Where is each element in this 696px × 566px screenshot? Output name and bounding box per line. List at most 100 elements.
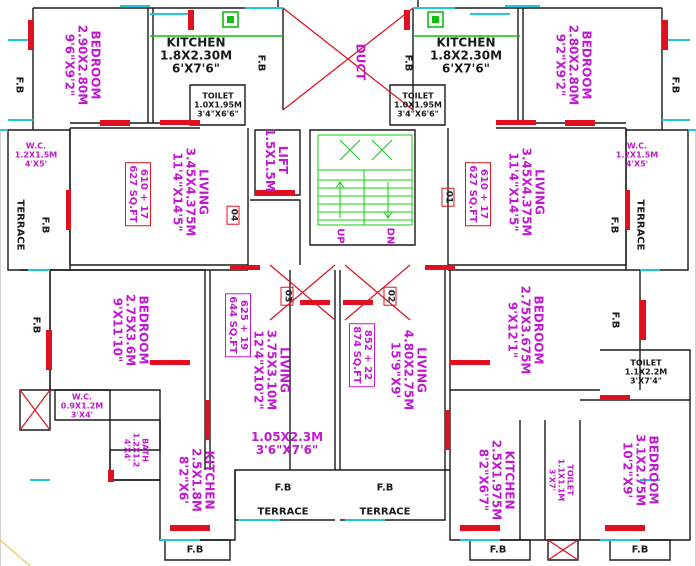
terrace-left-label: TERRACE <box>14 199 26 251</box>
room-metric: 1.5X1.5M <box>263 128 277 192</box>
stair-up-label: UP <box>334 228 346 244</box>
room-imperial: 9'2"X9'2" <box>553 33 568 97</box>
bedroom-top-left-label: BEDROOM 2.90X2.80M 9'6"X9'2" <box>62 25 103 105</box>
room-metric: 4.80X2.75M <box>401 329 416 411</box>
area-sum: 610 + 17 <box>138 168 149 220</box>
terrace-bottom-2: TERRACE <box>359 506 411 518</box>
room-imperial: 15'9"X9' <box>388 341 403 399</box>
fb-bottom-left: F.B <box>186 544 204 556</box>
living-mid-right-label: LIVING 4.80X2.75M 15'9"X9' <box>388 329 429 411</box>
staircase <box>317 134 413 226</box>
area-sqft: 627 SQ.FT <box>127 165 138 223</box>
room-metric: 1.8X2.30M <box>429 48 503 63</box>
room-name: TOILET <box>565 464 575 496</box>
toilet-top-left-label: TOILET 1.0X1.95M 3'4"X6'6" <box>194 92 242 119</box>
living-top-right-label: LIVING 3.45X4.375M 11'4"X14'5" <box>506 147 547 237</box>
room-name: LIVING <box>532 169 547 215</box>
room-metric: 1.8X2.30M <box>159 48 233 63</box>
room-name: LIVING <box>277 347 292 393</box>
room-metric: 2.75X3.6M <box>123 293 138 367</box>
flat-number-04: 04 <box>226 205 240 225</box>
room-metric: 2.5X1.975M <box>489 439 504 521</box>
kitchen-bottom-left-label: KITCHEN 2.5X1.8M 8'2"X6' <box>176 448 217 512</box>
room-name: KITCHEN <box>202 450 217 510</box>
bedroom-bottom-right-label: BEDROOM 3.1X2.75M 10'2"X9' <box>621 433 661 507</box>
room-imperial: 4'X5' <box>24 159 48 169</box>
room-imperial: 8'2"X6'7" <box>476 448 491 512</box>
area-mid-left: 625 + 19 644 SQ.FT <box>225 293 251 357</box>
room-name: W.C. <box>626 141 648 151</box>
room-imperial: 8'2"X6' <box>176 456 191 504</box>
duct-cross <box>19 7 579 561</box>
wc-bottom-left-label: W.C. 0.9X1.2M 3'X4' <box>61 393 103 420</box>
kitchen-bottom-right-label: KITCHEN 2.5X1.975M 8'2"X6'7" <box>476 439 517 521</box>
fb-kitchen-top-right: F.B <box>402 54 414 72</box>
room-metric: 1.05X2.3M <box>250 430 324 444</box>
room-metric: 1.1X2.2M <box>624 367 668 377</box>
area-sum: 610 + 17 <box>478 168 489 220</box>
living-top-left-label: LIVING 3.45X4.375M 11'4"X14'5" <box>170 148 211 237</box>
room-imperial: 12'4"X10'2" <box>251 330 266 410</box>
room-name: KITCHEN <box>166 35 226 50</box>
room-imperial: 6'X7'6" <box>442 61 490 76</box>
fb-kitchen-top-left: F.B <box>255 54 267 72</box>
fb-bottom-mid-right: F.B <box>489 544 507 556</box>
fb-left-mid: F.B <box>30 316 42 334</box>
kitchen-top-right-label: KITCHEN 1.8X2.30M 6'X7'6" <box>429 35 503 76</box>
fb-left-top: F.B <box>13 76 25 94</box>
room-imperial: 6'X7'6" <box>172 61 220 76</box>
room-name: LIVING <box>414 347 429 393</box>
lift-label: LIFT 1.5X1.5M <box>263 128 290 192</box>
room-name: BEDROOM <box>531 295 546 365</box>
room-name: LIFT <box>276 145 290 175</box>
area-sqft: 627 SQ.FT <box>467 165 478 223</box>
kitchen-top-left-label: KITCHEN 1.8X2.30M 6'X7'6" <box>159 35 233 76</box>
room-name: TOILET <box>630 358 662 368</box>
passage-label: 1.05X2.3M 3'6"X7'6" <box>251 431 323 457</box>
flat-number-02: 02 <box>383 286 397 306</box>
room-name: KITCHEN <box>502 450 517 510</box>
terrace-right-label: TERRACE <box>634 199 646 251</box>
bedroom-mid-left-label: BEDROOM 2.75X3.6M 9'X11'10" <box>110 293 151 367</box>
room-metric: 1.0X1.95M <box>393 100 443 110</box>
room-metric: 1.2X1.5M <box>14 150 58 160</box>
room-name: KITCHEN <box>436 35 496 50</box>
room-imperial: 3'X7'4" <box>630 376 662 386</box>
room-imperial: 3'X4' <box>70 410 94 420</box>
room-imperial: 3'4"X6'6" <box>397 109 439 119</box>
room-name: BEDROOM <box>646 435 661 505</box>
fb-terrace-right: F.B <box>608 216 620 234</box>
fb-bottom-right: F.B <box>631 544 649 556</box>
room-name: BEDROOM <box>88 30 103 100</box>
room-metric: 3.1X2.75M <box>633 433 648 507</box>
room-name: BEDROOM <box>136 295 151 365</box>
room-imperial: 11'4"X14'5" <box>170 152 185 232</box>
room-imperial: 9'6"X9'2" <box>62 33 77 97</box>
toilet-top-right-label: TOILET 1.0X1.95M 3'4"X6'6" <box>394 92 442 119</box>
room-imperial: 9'X11'10" <box>110 297 125 363</box>
wc-top-left-label: W.C. 1.2X1.5M 4'X5' <box>15 142 57 169</box>
living-mid-left-label: LIVING 3.75X3.10M 12'4"X10'2" <box>251 330 292 410</box>
area-top-right: 610 + 17 627 SQ.FT <box>465 162 491 226</box>
room-metric: 1.2X1.5M <box>615 150 659 160</box>
room-metric: 3.45X4.375M <box>519 147 534 237</box>
wc-top-right-label: W.C. 1.2X1.5M 4'X5' <box>616 142 658 169</box>
room-name: W.C. <box>71 392 93 402</box>
flat-number-03: 03 <box>280 286 294 306</box>
room-name: TOILET <box>402 91 434 101</box>
area-mid-right: 852 + 22 874 SQ.FT <box>349 323 375 387</box>
area-sum: 852 + 22 <box>362 329 373 381</box>
area-top-left: 610 + 17 627 SQ.FT <box>125 162 151 226</box>
room-imperial: 3'X7' <box>547 468 557 492</box>
bath-bottom-left-label: BATH 1.2X1.2 4'X4' <box>123 433 150 468</box>
flat-number-01: 01 <box>441 187 455 207</box>
area-sqft: 644 SQ.FT <box>227 296 238 354</box>
room-imperial: 11'4"X14'5" <box>506 152 521 232</box>
duct-label: DUCT <box>353 43 368 81</box>
fb-bottom-2: F.B <box>376 482 394 494</box>
area-sum: 625 + 19 <box>238 299 249 351</box>
room-name: BEDROOM <box>579 30 594 100</box>
room-imperial: 3'6"X7'6" <box>255 443 319 457</box>
